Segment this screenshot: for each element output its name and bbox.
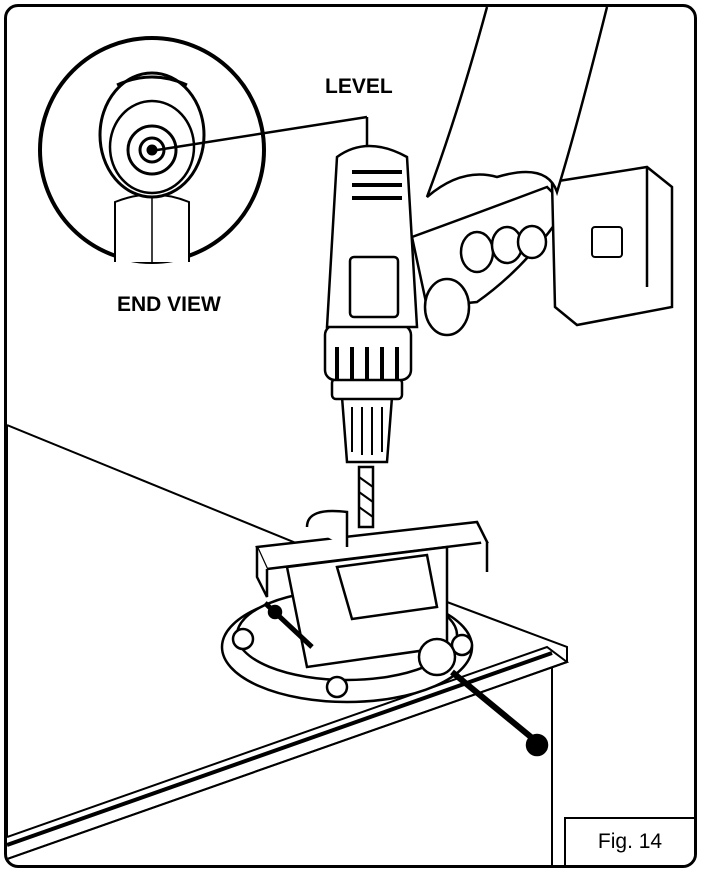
figure-frame: LEVEL END VIEW Fig. 14 [4,4,697,868]
level-label: LEVEL [325,75,393,98]
end-view-detail-icon [38,36,369,264]
figure-caption: Fig. 14 [564,817,694,865]
end-view-label: END VIEW [117,293,221,316]
illustration [7,7,674,865]
bench-vise-illustration [220,509,549,757]
figure-caption-text: Fig. 14 [597,830,663,853]
drill-illustration [323,7,674,529]
workbench-illustration [7,424,570,865]
